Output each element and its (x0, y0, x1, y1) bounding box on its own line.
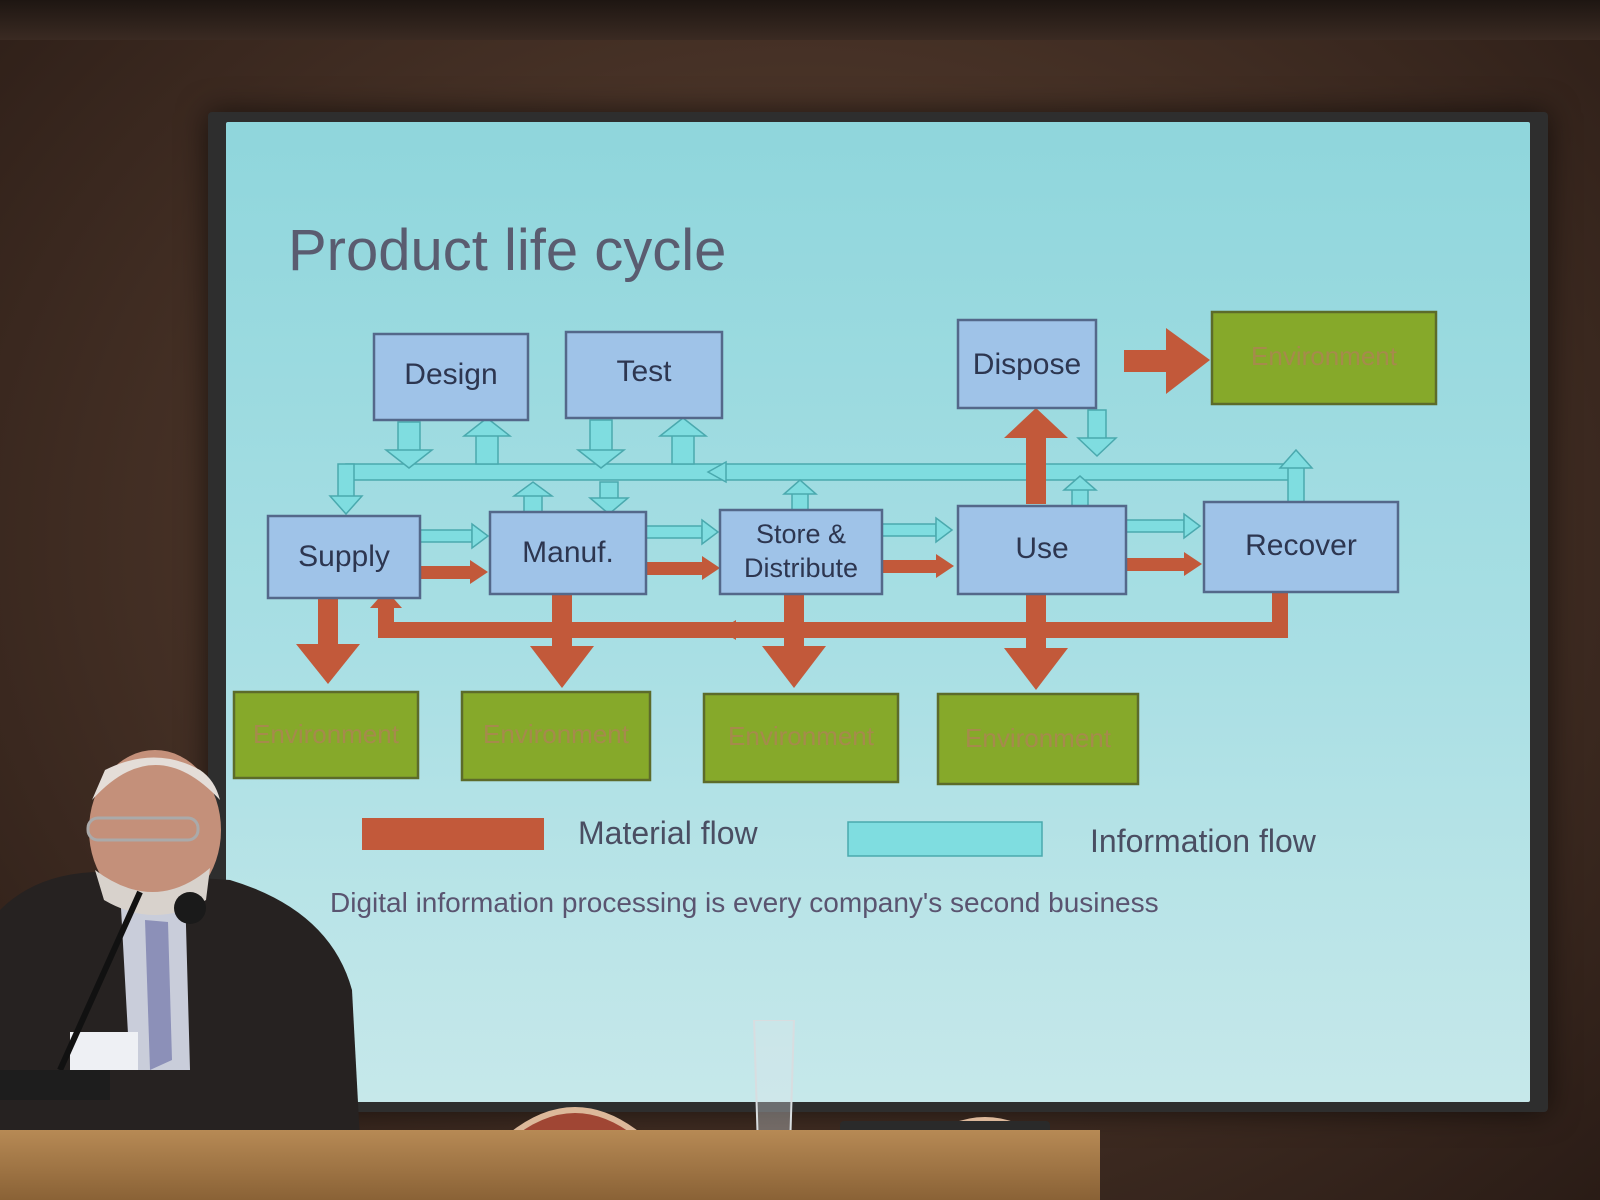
information-flow-arrows (328, 409, 1314, 550)
material-use-recover-head (1184, 552, 1202, 576)
material-store-use (882, 560, 936, 573)
material-use-recover (1126, 558, 1184, 571)
box-design: Design (372, 332, 530, 422)
ceiling (0, 0, 1600, 40)
box-environment-top: Environment (1210, 310, 1438, 406)
box-supply-label: Supply (298, 540, 390, 573)
box-environment-3-label: Environment (728, 721, 875, 751)
info-bus-top (345, 463, 1297, 481)
box-recover: Recover (1202, 500, 1400, 594)
box-dispose-label: Dispose (973, 348, 1081, 381)
material-manuf-store (646, 562, 702, 575)
material-return-bus (378, 622, 1288, 638)
box-environment-2: Environment (460, 690, 652, 782)
info-test-up-head (657, 417, 709, 437)
material-manuf-env-head (530, 646, 594, 688)
diagram-canvas: Product life cycle (232, 218, 1438, 918)
box-environment-1: Environment (232, 690, 420, 780)
box-environment-4-label: Environment (965, 723, 1112, 753)
info-store-use (881, 523, 937, 537)
material-dispose-env-shaft (1124, 350, 1170, 372)
material-supply-env-head (296, 644, 360, 684)
info-manuf-store (645, 525, 703, 539)
box-recover-label: Recover (1245, 529, 1357, 562)
material-store-env-shaft (784, 594, 804, 650)
material-use-env-shaft (1026, 594, 1046, 652)
info-arrow-from-recover (1278, 448, 1314, 469)
slide: Product life cycle (226, 122, 1530, 1102)
box-manuf: Manuf. (488, 510, 648, 596)
info-test-up-shaft (671, 433, 695, 465)
box-use: Use (956, 504, 1128, 596)
box-supply: Supply (266, 514, 422, 600)
box-store-label-line1: Store & (756, 519, 846, 549)
info-use-recover-head (1183, 512, 1202, 540)
box-store-label-line2: Distribute (744, 553, 858, 583)
info-bus-arrowhead (706, 460, 727, 484)
material-recover-drop (1272, 590, 1288, 636)
info-supply-manuf-head (471, 522, 490, 550)
material-store-use-head (936, 554, 954, 578)
box-test: Test (564, 330, 724, 420)
legend-material-label: Material flow (578, 815, 759, 851)
material-store-env-head (762, 646, 826, 688)
box-test-label: Test (616, 355, 672, 388)
material-return-rise (378, 604, 394, 638)
box-environment-2-label: Environment (483, 719, 630, 749)
info-design-up-shaft (475, 433, 499, 465)
info-store-up-head (782, 479, 818, 495)
slide-footer: Digital information processing is every … (330, 887, 1159, 918)
info-supply-manuf (419, 529, 473, 543)
box-environment-1-label: Environment (253, 719, 400, 749)
info-design-up-head (461, 417, 513, 437)
info-design-down-head (383, 449, 435, 469)
box-dispose: Dispose (956, 318, 1098, 410)
box-environment-4: Environment (936, 692, 1140, 786)
material-use-env-head (1004, 648, 1068, 690)
info-store-use-head (935, 516, 954, 544)
box-environment-3: Environment (702, 692, 900, 784)
info-test-down-head (575, 449, 627, 469)
box-store-distribute: Store & Distribute (718, 508, 884, 596)
material-manuf-env-shaft (552, 592, 572, 650)
material-use-dispose-head (1004, 408, 1068, 438)
info-arrow-to-supply (328, 495, 364, 516)
material-flow-arrows (296, 328, 1288, 690)
info-design-down-shaft (397, 421, 421, 453)
info-manuf-store-head (701, 518, 720, 546)
material-supply-manuf-head (470, 560, 488, 584)
legend-material-swatch (362, 818, 544, 850)
info-dispose-down-head (1076, 437, 1118, 458)
info-manuf-down-head (587, 497, 631, 515)
box-environment-top-label: Environment (1251, 341, 1398, 371)
speaker-figure (0, 750, 360, 1140)
material-use-dispose-shaft (1026, 432, 1046, 504)
material-bus-arrowhead (720, 620, 736, 640)
info-bus-drop-supply (337, 463, 355, 499)
info-dispose-down-shaft (1087, 409, 1107, 441)
box-design-label: Design (404, 358, 497, 391)
material-supply-env-shaft (318, 596, 338, 648)
info-use-recover (1125, 519, 1185, 533)
conference-table (0, 1130, 1100, 1200)
material-dispose-env-head (1166, 328, 1210, 394)
legend-information-swatch (847, 821, 1043, 857)
info-use-up-head (1062, 475, 1098, 491)
info-test-down-shaft (589, 419, 613, 453)
box-use-label: Use (1015, 532, 1068, 565)
box-manuf-label: Manuf. (522, 536, 614, 569)
material-supply-manuf (420, 566, 470, 579)
material-manuf-store-head (702, 556, 720, 580)
info-bus-rise-recover (1287, 463, 1305, 505)
slide-title: Product life cycle (288, 218, 726, 283)
legend-information-label: Information flow (1090, 823, 1317, 859)
info-manuf-up-head (511, 481, 555, 497)
